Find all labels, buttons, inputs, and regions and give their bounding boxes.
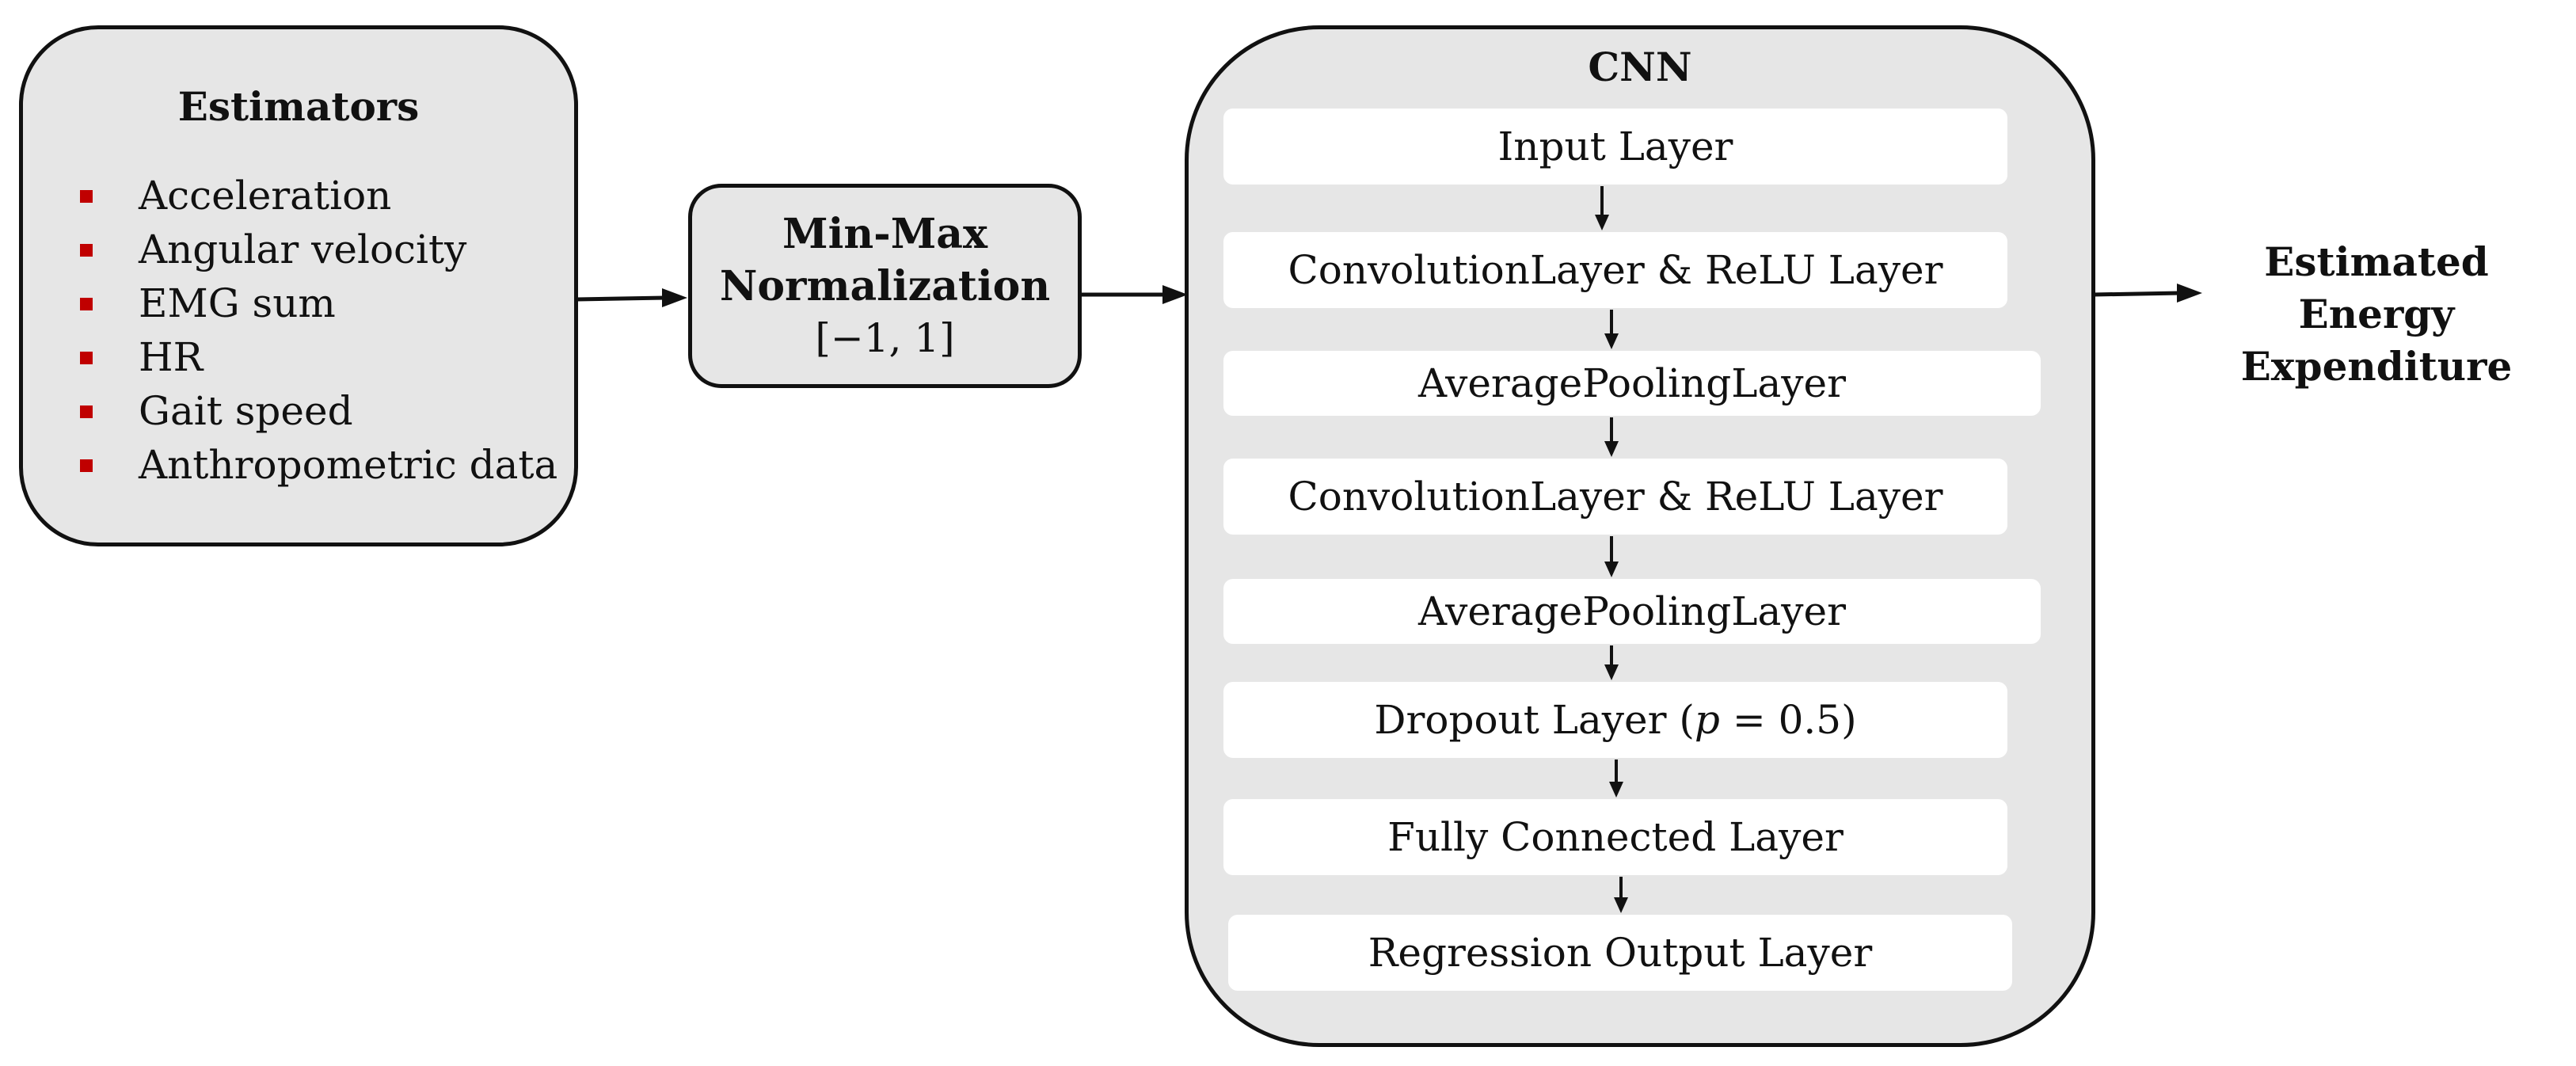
dropout-value: = 0.5) [1719,697,1857,743]
arrow-to-output [2092,284,2202,303]
normalization-title: Min-Max Normalization [692,208,1078,313]
estimators-panel: Estimators Acceleration Angular velocity… [19,25,578,546]
estimator-label: Anthropometric data [139,442,558,488]
layer-label: Dropout Layer (p = 0.5) [1374,697,1856,743]
layer-label: AveragePoolingLayer [1418,588,1846,634]
estimators-title: Estimators [177,83,420,130]
down-arrow-icon [1604,536,1619,577]
layer-label: AveragePoolingLayer [1418,360,1846,406]
average-pooling-layer-box: AveragePoolingLayer [1223,351,2041,416]
down-arrow-icon [1604,310,1619,349]
output-label-line1: Estimated Energy [2264,238,2489,337]
average-pooling-layer-box: AveragePoolingLayer [1223,579,2041,644]
convolution-relu-layer-box: ConvolutionLayer & ReLU Layer [1223,232,2007,308]
fully-connected-layer-box: Fully Connected Layer [1223,799,2007,875]
cnn-panel: CNN Input Layer ConvolutionLayer & ReLU … [1185,25,2095,1047]
layer-label: Fully Connected Layer [1387,814,1844,860]
down-arrow-icon [1614,877,1628,913]
layer-label: Input Layer [1497,124,1733,169]
convolution-relu-layer-box: ConvolutionLayer & ReLU Layer [1223,459,2007,535]
regression-output-layer-box: Regression Output Layer [1228,915,2012,991]
normalization-title-line1: Min-Max [782,210,987,258]
bullet-square-icon [80,352,93,364]
down-arrow-icon [1595,186,1609,230]
list-item: Anthropometric data [61,438,557,492]
dropout-label: Dropout Layer ( [1374,697,1695,743]
list-item: EMG sum [61,276,557,330]
layer-label: ConvolutionLayer & ReLU Layer [1288,474,1943,520]
arrow-to-cnn [1080,285,1188,304]
list-item: Gait speed [61,384,557,438]
bullet-square-icon [80,459,93,472]
bullet-square-icon [80,190,93,203]
down-arrow-icon [1604,417,1619,457]
estimator-label: Gait speed [139,388,353,434]
bullet-square-icon [80,298,93,310]
dropout-param: p [1694,697,1720,743]
normalization-title-line2: Normalization [719,262,1051,310]
down-arrow-icon [1609,760,1623,798]
bullet-square-icon [80,244,93,257]
list-item: HR [61,330,557,384]
arrow-to-normalization [576,288,687,307]
down-arrow-icon [1604,645,1619,680]
normalization-range: [−1, 1] [815,315,955,361]
estimator-label: HR [139,334,204,380]
list-item: Angular velocity [61,223,557,276]
layer-label: ConvolutionLayer & ReLU Layer [1288,247,1943,293]
layer-label: Regression Output Layer [1368,930,1873,976]
output-label: Estimated Energy Expenditure [2190,236,2563,393]
estimator-label: Angular velocity [139,227,467,272]
input-layer-box: Input Layer [1223,109,2007,185]
cnn-title: CNN [1588,44,1692,90]
dropout-layer-box: Dropout Layer (p = 0.5) [1223,682,2007,758]
estimators-list: Acceleration Angular velocity EMG sum HR… [61,169,557,492]
bullet-square-icon [80,405,93,418]
normalization-panel: Min-Max Normalization [−1, 1] [688,184,1082,388]
list-item: Acceleration [61,169,557,223]
estimator-label: EMG sum [139,280,336,326]
estimator-label: Acceleration [139,173,392,219]
output-label-line2: Expenditure [2240,343,2513,390]
